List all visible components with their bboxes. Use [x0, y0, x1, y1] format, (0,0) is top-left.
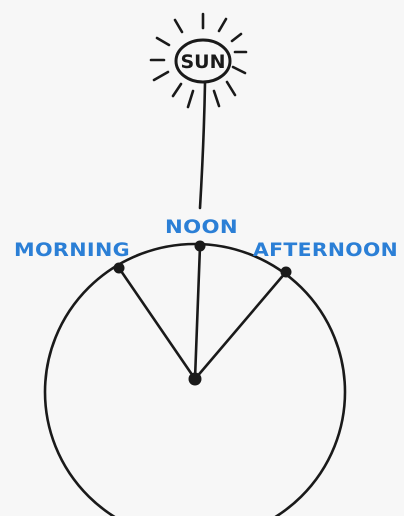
sun-ray: [175, 20, 182, 32]
afternoon-label: AFTERNOON: [253, 239, 398, 261]
sun-ray: [233, 67, 245, 73]
sun-ray: [157, 38, 169, 45]
sun-to-noon-line: [200, 83, 205, 208]
sun-ray: [232, 34, 241, 41]
noon-line: [195, 246, 200, 379]
noon-point: [195, 241, 206, 252]
center-point: [189, 373, 202, 386]
morning-line: [119, 268, 195, 379]
sun-ray: [173, 84, 181, 96]
morning-point: [114, 263, 125, 274]
radial-lines: [119, 246, 286, 379]
noon-label: NOON: [165, 216, 238, 238]
sun-ray: [188, 91, 193, 107]
morning-label: MORNING: [14, 239, 130, 261]
sun-ray: [214, 91, 219, 106]
sun-ray: [154, 72, 168, 80]
sun-ray: [219, 19, 226, 31]
afternoon-line: [195, 272, 286, 379]
sun-ray: [227, 82, 235, 95]
afternoon-point: [281, 267, 292, 278]
sun-label: SUN: [180, 51, 225, 73]
